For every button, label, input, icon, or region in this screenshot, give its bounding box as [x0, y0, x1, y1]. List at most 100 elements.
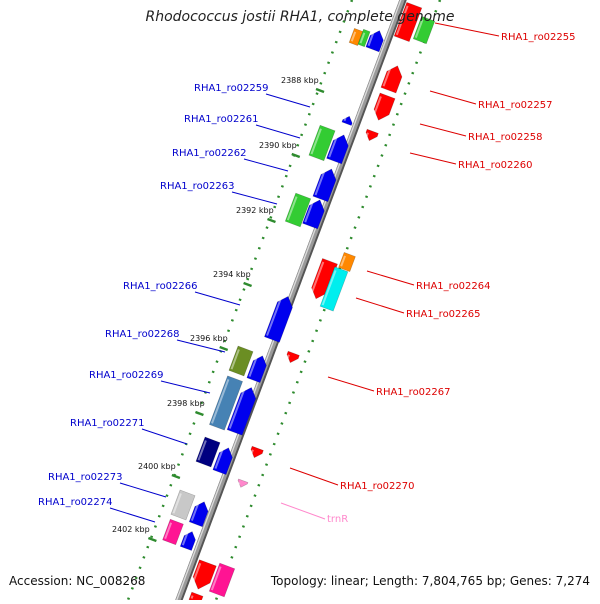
gene-feature [284, 192, 312, 228]
gene-feature-shine [197, 440, 207, 461]
gene-label-left: RHA1_ro02271 [70, 418, 145, 429]
right-leader-line [409, 152, 457, 165]
left-leader-line [160, 380, 211, 394]
gene-feature-shine [210, 566, 222, 591]
right-leader-line [366, 270, 415, 286]
tick-mark [315, 87, 325, 94]
gene-feature-shine [314, 169, 326, 196]
gene-label-right: RHA1_ro02264 [416, 281, 491, 292]
gene-feature-shine [372, 96, 382, 117]
gene-feature-shine [328, 135, 339, 158]
gene-feature-shine [237, 482, 241, 485]
genome-stats-text: Topology: linear; Length: 7,804,765 bp; … [270, 574, 590, 588]
gene-label-left: RHA1_ro02259 [194, 83, 269, 94]
gene-feature-shine [164, 522, 173, 540]
tick-label: 2394 kbp [213, 270, 251, 279]
gene-feature [286, 350, 300, 364]
right-leader-line [419, 123, 467, 137]
gene-label-right: RHA1_ro02265 [406, 309, 481, 320]
tick-mark [171, 473, 181, 480]
left-leader-line [255, 124, 301, 139]
gene-features [162, 1, 436, 604]
accession-text: Accession: NC_008268 [9, 574, 146, 588]
gene-feature-shine [191, 562, 202, 586]
right-leader-line [429, 90, 477, 105]
gene-feature-shine [230, 349, 240, 370]
tick-label: 2388 kbp [281, 76, 319, 85]
map-title: Rhodococcus jostii RHA1, complete genome [145, 9, 455, 25]
gene-feature-shine [286, 354, 290, 360]
gene-feature-shine [228, 387, 246, 429]
gene-feature [373, 92, 396, 121]
gene-label-left: RHA1_ro02262 [172, 148, 247, 159]
gene-feature [412, 15, 436, 45]
gene-feature-shine [395, 5, 409, 36]
gene-label-left: RHA1_ro02263 [160, 181, 235, 192]
left-leader-line [109, 507, 156, 523]
tick-label: 2400 kbp [138, 462, 176, 471]
gene-feature [188, 591, 204, 604]
gene-feature [192, 559, 217, 590]
rna-label: trnR [327, 514, 348, 525]
gene-feature-shine [248, 356, 258, 377]
gene-feature [393, 1, 423, 43]
tick-mark [147, 536, 157, 543]
gene-labels: RHA1_ro02259RHA1_ro02261RHA1_ro02262RHA1… [38, 32, 576, 525]
gene-feature [162, 518, 184, 546]
gene-feature-shine [181, 532, 189, 546]
gene-label-left: RHA1_ro02268 [105, 329, 180, 340]
gene-feature [237, 478, 249, 488]
tick-mark [194, 410, 204, 417]
gene-label-left: RHA1_ro02273 [48, 472, 123, 483]
gene-feature-shine [266, 296, 283, 336]
gene-feature-shine [382, 66, 392, 87]
gene-feature-shine [172, 493, 182, 514]
right-leader-line [355, 297, 405, 314]
left-leader-line [176, 339, 226, 353]
backbone-line [173, 0, 405, 604]
gene-feature [357, 28, 371, 48]
left-leader-line [194, 291, 241, 306]
right-leader-line [327, 376, 375, 392]
gene-feature [179, 531, 196, 551]
gene-label-right: RHA1_ro02270 [340, 481, 415, 492]
gene-feature [228, 345, 254, 377]
gene-feature [365, 30, 384, 53]
gene-feature [195, 436, 221, 468]
right-leader-line [434, 22, 500, 37]
gene-feature-shine [214, 448, 224, 469]
left-leader-line [231, 191, 278, 205]
gene-feature-shine [359, 32, 366, 44]
gene-feature [250, 445, 264, 459]
gene-feature-shine [286, 196, 298, 221]
tick-label: 2390 kbp [259, 141, 297, 150]
gene-feature [312, 168, 337, 203]
left-dotted-track [126, 0, 354, 601]
gene-feature [264, 296, 293, 343]
left-leader-line [119, 482, 167, 498]
gene-label-right: RHA1_ro02257 [478, 100, 553, 111]
gene-feature-shine [365, 132, 369, 138]
gene-feature [212, 447, 233, 476]
gene-label-left: RHA1_ro02261 [184, 114, 259, 125]
gene-feature [302, 199, 325, 230]
gene-feature [348, 28, 364, 46]
gene-feature-shine [340, 255, 346, 267]
gene-feature [188, 501, 209, 528]
gene-label-right: RHA1_ro02258 [468, 132, 543, 143]
tick-label: 2398 kbp [167, 399, 205, 408]
gene-feature [208, 562, 236, 598]
gene-label-right: RHA1_ro02255 [501, 32, 576, 43]
gene-feature-shine [250, 449, 254, 455]
gene-feature-shine [321, 270, 337, 306]
label-leader-lines [109, 22, 500, 523]
rna-leader-line [280, 502, 326, 520]
gene-label-right: RHA1_ro02267 [376, 387, 451, 398]
gene-feature-shine [190, 595, 194, 599]
left-leader-line [141, 428, 188, 445]
gene-feature [319, 266, 349, 312]
gene-feature [246, 355, 267, 384]
gene-feature-shine [211, 379, 230, 424]
